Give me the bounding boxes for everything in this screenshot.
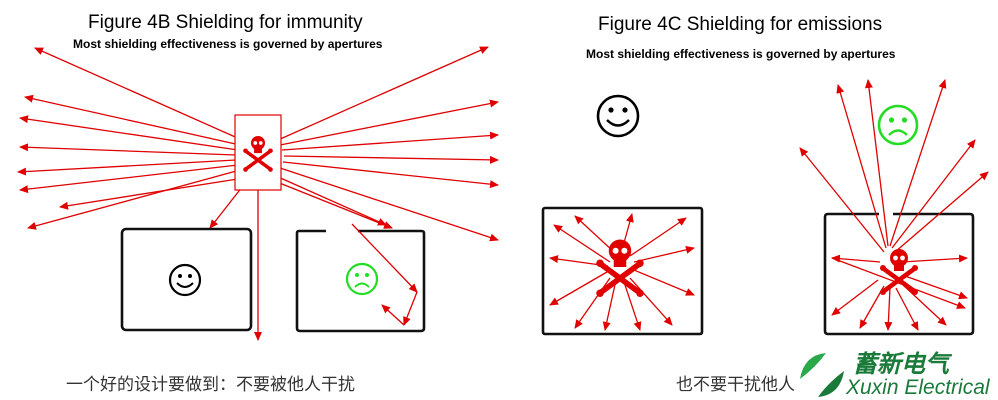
figure-c-sealed-enclosure <box>541 206 704 336</box>
logo-chinese-name: 蓄新电气 <box>853 350 953 378</box>
figure-b-internal-arrows <box>351 223 418 326</box>
figure-b-arrows <box>17 46 499 341</box>
figure-b-sealed-enclosure <box>120 227 253 332</box>
caption-right: 也不要干扰他人 <box>676 375 795 395</box>
figure-b-title: Figure 4B Shielding for immunity <box>88 12 363 33</box>
sad-face-icon <box>877 104 919 146</box>
figure-b-apertured-enclosure <box>295 229 426 333</box>
leaf-logo-icon <box>798 351 846 399</box>
figure-c-contained-arrows <box>549 213 695 331</box>
caption-left: 一个好的设计要做到：不要被他人干扰 <box>66 375 355 395</box>
sad-face-icon <box>345 262 379 296</box>
figure-c-leaking-arrows <box>799 79 989 331</box>
skull-crossbones-icon <box>596 240 644 298</box>
smiley-icon <box>168 263 202 297</box>
figure-b-subtitle: Most shielding effectiveness is governed… <box>73 37 383 51</box>
figure-c-subtitle: Most shielding effectiveness is governed… <box>586 47 896 61</box>
logo-english-name: Xuxin Electrical <box>845 376 991 399</box>
figure-c-apertured-enclosure <box>823 212 975 336</box>
smiley-icon <box>596 94 640 138</box>
figure-c-title: Figure 4C Shielding for emissions <box>598 14 882 35</box>
company-logo: 蓄新电气 Xuxin Electrical <box>798 350 991 399</box>
skull-crossbones-icon <box>880 249 918 295</box>
